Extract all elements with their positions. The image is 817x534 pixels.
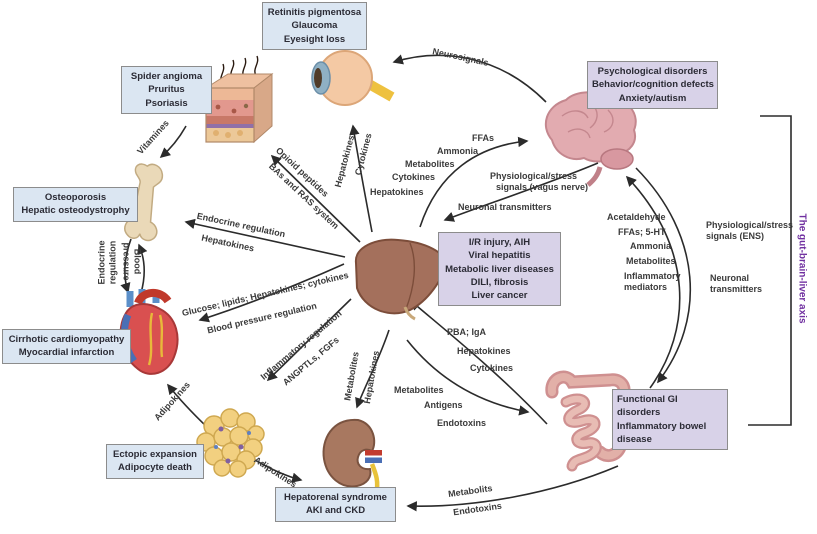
gut-disease-box: Functional GI disorders Inflammatory bow…: [612, 389, 728, 451]
kidney-disease-box: Hepatorenal syndrome AKI and CKD: [275, 487, 396, 522]
label-pba-hepatokines: Hepatokines: [457, 346, 511, 356]
box-line: Metabolic liver diseases: [445, 263, 554, 275]
label-endotoxins: Endotoxins: [437, 418, 486, 428]
label-neuronal-transmitters-liver: Neuronal transmitters: [458, 202, 552, 212]
box-line: Anxiety/autism: [618, 92, 687, 104]
arrow-brain-to-eye: [392, 54, 547, 103]
box-line: Myocardial infarction: [18, 347, 115, 359]
arrow-liver-to-adipose: [266, 298, 352, 382]
label-antigens: Antigens: [424, 400, 463, 410]
box-line: Functional GI disorders: [617, 394, 678, 419]
box-line: Osteoporosis: [44, 192, 107, 203]
arrow-adipose-to-heart: [167, 383, 208, 428]
box-line: Pruritus: [148, 84, 185, 96]
intestine-icon: [545, 370, 631, 472]
box-line: Psychological disorders: [597, 66, 708, 77]
arrow-brain-to-gut: [635, 167, 691, 384]
box-line: Eyesight loss: [283, 33, 346, 45]
arrow-heart-to-bone: [137, 243, 148, 294]
arrow-skin-to-bone: [159, 125, 187, 159]
label-acetaldehyde: Acetaldehyde: [607, 212, 666, 222]
box-line: Cirrhotic cardiomyopathy: [8, 334, 125, 345]
box-line: Hepatic osteodystrophy: [21, 205, 130, 217]
arrow-liver-to-gut: [406, 339, 530, 416]
label-ffas: FFAs: [472, 133, 495, 143]
brain-disease-box: Psychological disorders Behavior/cogniti…: [587, 61, 718, 109]
arrow-gut-to-hepatorenal: [406, 465, 619, 512]
arrow-liver-to-skin: [270, 154, 361, 243]
box-line: AKI and CKD: [305, 505, 366, 517]
arrow-gut-to-brain: [625, 175, 681, 389]
arrow-liver-to-bone: [184, 218, 346, 258]
label-metabolites: Metabolites: [405, 159, 455, 169]
heart-icon: [119, 289, 179, 375]
box-line: DILI, fibrosis: [470, 276, 529, 288]
arrow-liver-to-eye: [349, 124, 373, 233]
adipose-disease-box: Ectopic expansion Adipocyte death: [106, 444, 204, 479]
axis-bracket-label: The gut-brain-liver axis: [796, 213, 808, 324]
box-line: Adipocyte death: [118, 462, 192, 474]
adipose-tissue-icon: [196, 408, 265, 478]
liver-disease-box: I/R injury, AIH Viral hepatitis Metaboli…: [438, 232, 561, 307]
box-line: Hepatorenal syndrome: [284, 492, 387, 503]
arrow-liver-to-kidney: [355, 329, 390, 409]
liver-icon: [354, 238, 447, 321]
eye-disease-box: Retinitis pigmentosa Glaucoma Eyesight l…: [262, 2, 367, 50]
box-line: Ectopic expansion: [113, 449, 197, 460]
box-line: I/R injury, AIH: [468, 237, 531, 248]
label-gut-ammonia: Ammonia: [630, 241, 672, 251]
heart-disease-box: Cirrhotic cardiomyopathy Myocardial infa…: [2, 329, 131, 364]
box-line: Glaucoma: [291, 20, 338, 32]
box-line: Spider angioma: [130, 71, 203, 82]
box-line: Viral hepatitis: [468, 250, 531, 262]
box-line: Behavior/cognition defects: [592, 79, 714, 91]
arrow-brain-to-liver: [443, 162, 599, 222]
label-ffas-5ht: FFAs; 5-HT: [618, 227, 666, 237]
arrow-bone-to-heart: [120, 238, 132, 294]
label-pba-cytokines: Cytokines: [470, 363, 514, 373]
label-hepatokines: Hepatokines: [370, 187, 424, 197]
box-line: Inflammatory bowel disease: [617, 420, 707, 445]
axis-bracket: [748, 115, 792, 426]
label-gut-metabolites: Metabolites: [626, 256, 676, 266]
arrow-liver-to-heart: [198, 263, 345, 323]
box-line: Psoriasis: [145, 97, 188, 109]
box-line: Retinitis pigmentosa: [267, 7, 362, 18]
arrow-liver-to-brain: [419, 136, 529, 228]
bone-disease-box: Osteoporosis Hepatic osteodystrophy: [13, 187, 138, 222]
brain-icon: [544, 91, 637, 187]
skin-disease-box: Spider angioma Pruritus Psoriasis: [121, 66, 212, 114]
label-cytokines: Cytokines: [392, 172, 436, 182]
label-pba-iga: PBA; IgA: [447, 327, 486, 337]
label-ammonia: Ammonia: [437, 146, 479, 156]
skin-icon: [204, 55, 274, 144]
label-gut-liver-metabolites: Metabolites: [394, 385, 444, 395]
eye-icon: [311, 50, 395, 106]
kidney-icon: [322, 418, 382, 495]
box-line: Liver cancer: [471, 290, 528, 302]
